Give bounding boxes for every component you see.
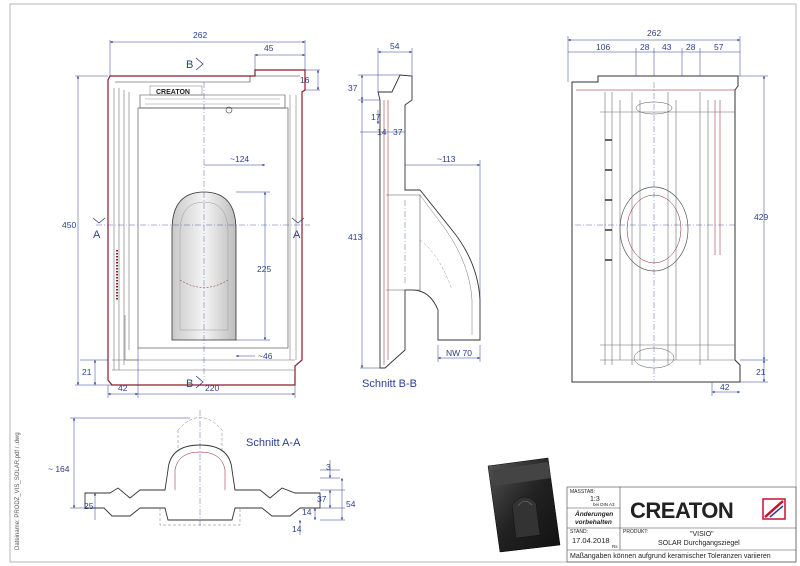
date-label: STAND: (570, 529, 588, 535)
dim-bb-37: 37 (348, 83, 358, 93)
changes-label-2: vorbehalten (575, 519, 612, 526)
sheet-border (9, 3, 797, 563)
dim-back-57: 57 (714, 42, 724, 52)
front-dimensions (75, 40, 320, 398)
section-aa-view (84, 410, 321, 528)
dim-bb-14: 14 (377, 127, 387, 137)
product-name: "VISIO" (690, 531, 714, 538)
section-marker-a-left: A (93, 229, 101, 241)
changes-label-1: Änderungen (574, 510, 613, 518)
dim-back-width: 262 (647, 28, 661, 38)
section-bb-view (377, 74, 481, 369)
dim-front-16: 16 (300, 75, 310, 85)
product-photo (487, 457, 561, 553)
dim-front-height: 450 (62, 220, 76, 230)
scale-label: MASSTAB: (570, 489, 595, 495)
dim-aa-37: 37 (317, 494, 327, 504)
dim-aa-164: ~ 164 (48, 464, 70, 474)
tile-brand-mark: CREATON (156, 89, 190, 96)
dim-bb-37-inner: 37 (393, 127, 403, 137)
dim-aa-25: 25 (84, 501, 94, 511)
title-block (566, 486, 797, 563)
dim-aa-14b: 14 (292, 524, 302, 534)
dim-front-45: 45 (264, 43, 274, 53)
dim-bb-nw70: NW 70 (446, 348, 472, 358)
product-description: SOLAR Durchgangsziegel (658, 540, 740, 547)
dim-front-21: 21 (82, 367, 92, 377)
file-name-label: Dateiname: PRODZ_VIS_SOLAR.pdf / .dwg (15, 432, 21, 550)
section-marker-b-top: B (186, 59, 193, 71)
creaton-logo-text: CREATON (630, 498, 733, 523)
dim-front-124: ~124 (230, 154, 249, 164)
section-marker-b-bottom: B (186, 378, 193, 390)
dim-front-225: 225 (257, 264, 271, 274)
dim-back-28a: 28 (640, 42, 650, 52)
tolerance-note: Maßangaben können aufgrund keramischer T… (570, 553, 771, 560)
scale-note: bei DIN A3 (593, 502, 615, 507)
date-value: 17.04.2018 (572, 536, 610, 545)
dim-back-429: 429 (754, 212, 768, 222)
dim-aa-3: 3 (326, 462, 331, 472)
dim-bb-17: 17 (371, 112, 381, 122)
dim-bb-113: ~113 (437, 154, 456, 164)
dim-back-21: 21 (756, 367, 766, 377)
dim-aa-14a: 14 (302, 507, 312, 517)
front-view: CREATON (96, 69, 310, 386)
scale-value: 1:3 (590, 496, 600, 503)
dim-front-width: 262 (193, 30, 207, 40)
back-view (571, 75, 741, 383)
dim-front-220: 220 (205, 383, 219, 393)
section-bb-dimensions (358, 48, 481, 369)
dim-back-42: 42 (720, 382, 730, 392)
dim-back-106: 106 (596, 42, 610, 52)
section-marker-a-right: A (293, 229, 301, 241)
dim-back-43: 43 (662, 42, 672, 52)
dim-bb-413: 413 (348, 232, 362, 242)
section-aa-title: Schnitt A-A (246, 437, 301, 449)
section-bb-title: Schnitt B-B (362, 378, 417, 390)
dim-back-28b: 28 (686, 42, 696, 52)
dim-bb-54: 54 (390, 41, 400, 51)
back-dimensions (567, 36, 768, 396)
dim-aa-54: 54 (346, 499, 356, 509)
author-initials: Rs (612, 544, 618, 549)
product-label: PRODUKT: (623, 529, 648, 535)
creaton-logo-icon (762, 498, 786, 520)
section-aa-dimensions (70, 417, 345, 535)
dim-front-46: ~46 (258, 351, 273, 361)
dim-front-42: 42 (118, 383, 128, 393)
